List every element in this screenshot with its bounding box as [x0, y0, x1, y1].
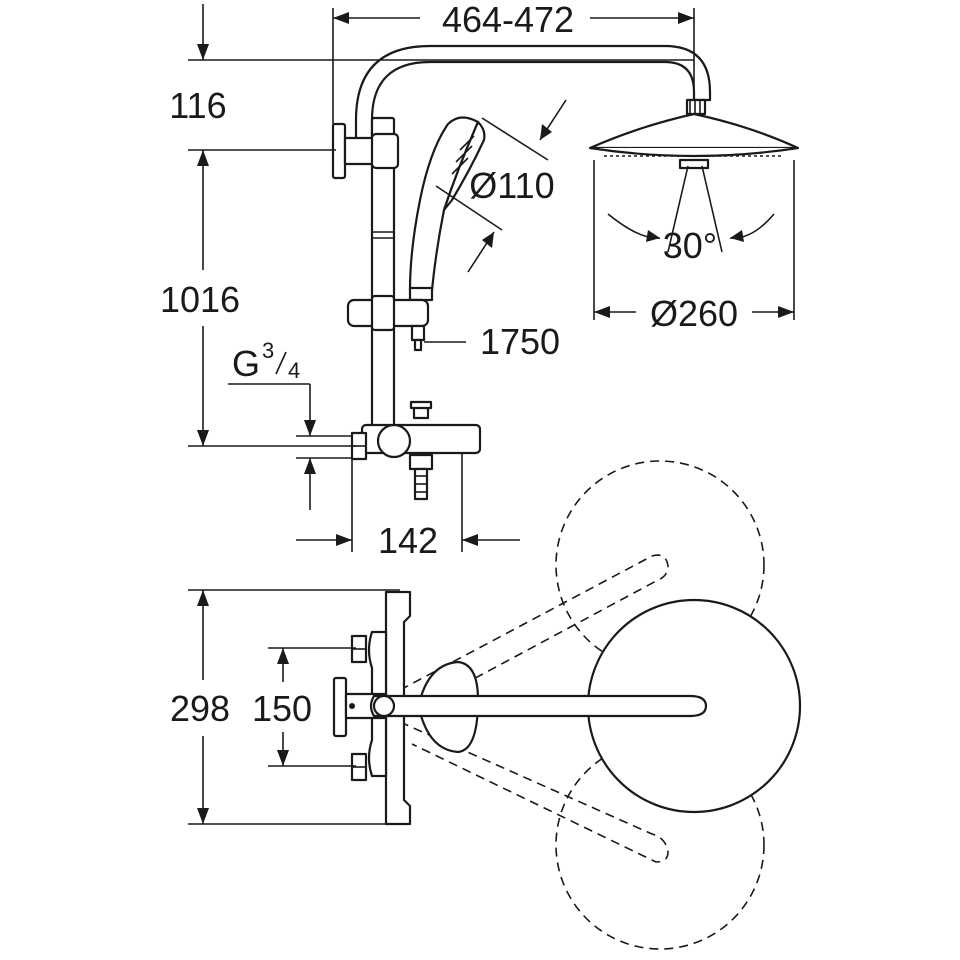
arm-plan — [369, 694, 708, 718]
spray-line — [667, 165, 689, 253]
arm-joint-plan — [372, 694, 396, 718]
thread-base-label: G — [232, 343, 260, 384]
hose-connector — [413, 338, 423, 352]
dim-outlet-spacing — [296, 454, 520, 552]
slider-knob — [370, 294, 396, 332]
wall-bracket-clamp — [370, 132, 400, 170]
dim-mixer-height — [188, 589, 400, 825]
outlet-spacing-label: 142 — [378, 520, 438, 561]
wall-bracket-plate — [331, 122, 347, 180]
spray-angle-label: 30° — [663, 225, 717, 266]
thermostat-mixer — [350, 400, 482, 501]
plan-view: 298 150 — [170, 460, 802, 950]
dim-inlet-spacing — [268, 647, 356, 767]
hand-shower-diameter-label: Ø110 — [469, 165, 554, 206]
dim-thread — [228, 383, 352, 510]
riser-arm-pipe — [354, 44, 712, 154]
thread-numerator-label: 3 — [262, 338, 274, 363]
dim-projection-width — [332, 8, 695, 124]
head-shower-diameter-label: Ø260 — [650, 293, 738, 334]
dim-hand-shower-diameter — [435, 99, 567, 273]
dim-head-shower-diameter — [593, 160, 795, 320]
hose-length-label: 1750 — [480, 321, 560, 362]
arrow — [646, 230, 660, 242]
front-elevation: 464-472 116 1016 Ø110 30° — [150, 0, 800, 561]
arm-position-alt-top — [399, 554, 669, 713]
thread-fraction-slash — [275, 351, 287, 375]
arrow — [730, 230, 744, 242]
dim-vertical-left — [150, 4, 694, 447]
bracket-screw — [349, 703, 355, 709]
hand-shower-connector — [410, 324, 426, 342]
head-position-alt-top — [555, 460, 765, 670]
mixer-height-label: 298 — [170, 688, 230, 729]
height-label: 1016 — [160, 279, 240, 320]
projection-width-label: 464-472 — [442, 0, 574, 40]
arm-position-alt-bottom — [399, 721, 669, 863]
inlet-spacing-label: 150 — [252, 688, 312, 729]
hand-shower — [408, 116, 486, 302]
wall-plate-plan — [332, 676, 348, 738]
spray-line — [701, 165, 723, 253]
head-position-alt-bottom — [555, 740, 765, 950]
head-shower — [588, 98, 800, 170]
thread-denominator-label: 4 — [288, 358, 300, 383]
top-offset-label: 116 — [169, 85, 226, 126]
wall-bracket-arm — [343, 136, 375, 166]
